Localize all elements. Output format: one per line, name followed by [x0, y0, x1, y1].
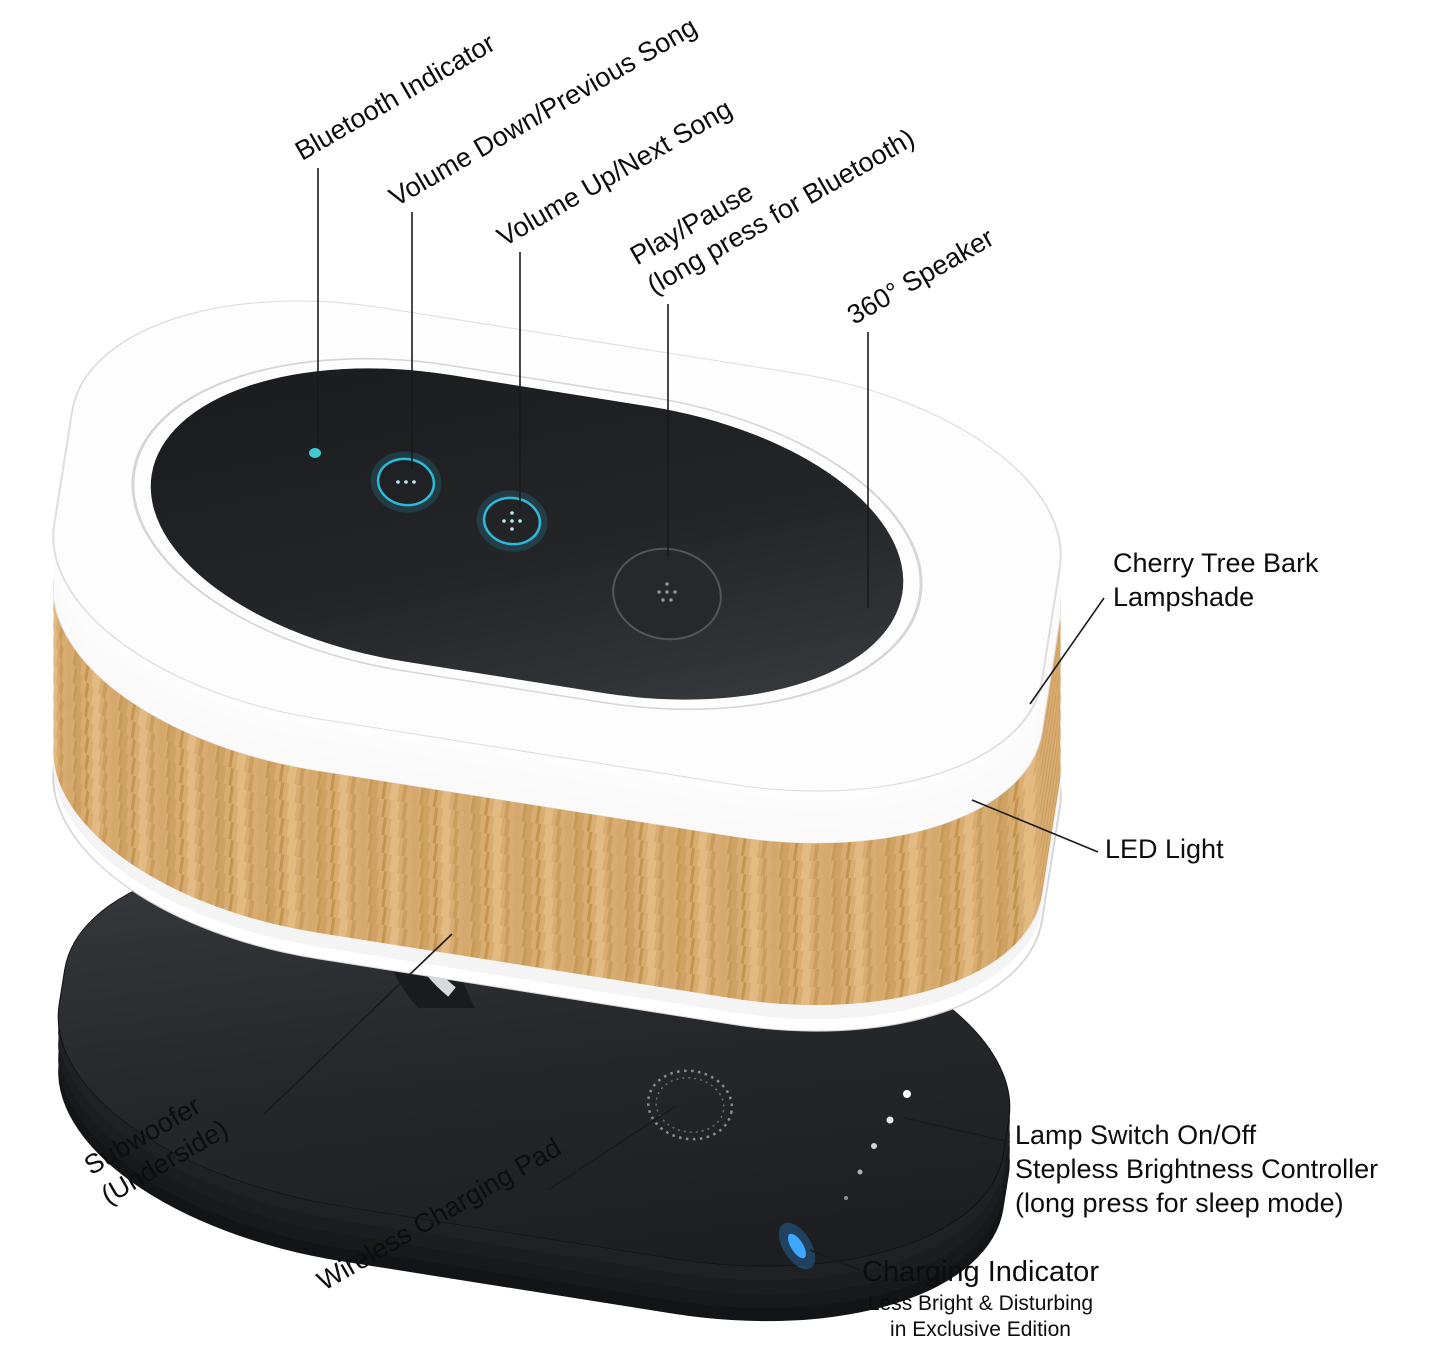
leader-line [547, 1105, 677, 1191]
control-panel-seam [131, 357, 923, 711]
control-panel [128, 331, 926, 737]
leader-line [903, 1117, 1011, 1143]
callout-charging-indicator-note1: Less Bright & Disturbing [867, 1291, 1094, 1315]
callout-lampshade-line2: Lampshade [1113, 582, 1255, 613]
leader-lines [263, 168, 1105, 1271]
leader-line [971, 799, 1099, 853]
wireless-charging-pad-ring [646, 1069, 734, 1141]
callout-led-light: LED Light [1105, 834, 1224, 864]
callout-lampshade-line1: Cherry Tree Bark [1113, 548, 1319, 578]
charging-indicator-light [778, 1222, 816, 1270]
leader-line [1029, 597, 1105, 705]
callout-charging-indicator-note2: in Exclusive Edition [890, 1317, 1071, 1341]
volume-down-button [370, 451, 442, 513]
callout-lamp-switch-line1: Lamp Switch On/Off [1015, 1120, 1257, 1150]
bluetooth-indicator-dot [309, 448, 321, 458]
leader-line [263, 933, 453, 1115]
leader-line [809, 1249, 861, 1271]
callout-lampshade: Cherry Tree Bark Lampshade [1113, 546, 1319, 614]
brightness-led-dots [844, 1090, 911, 1200]
callout-lamp-switch: Lamp Switch On/Off Stepless Brightness C… [1015, 1118, 1378, 1220]
play-pause-button [612, 547, 722, 641]
volume-up-button [476, 490, 548, 552]
callout-charging-indicator: Charging Indicator Less Bright & Disturb… [862, 1254, 1099, 1343]
callout-charging-indicator-title: Charging Indicator [862, 1256, 1099, 1288]
callout-lamp-switch-line3: (long press for sleep mode) [1015, 1188, 1344, 1219]
callout-lamp-switch-line2: Stepless Brightness Controller [1015, 1154, 1379, 1185]
